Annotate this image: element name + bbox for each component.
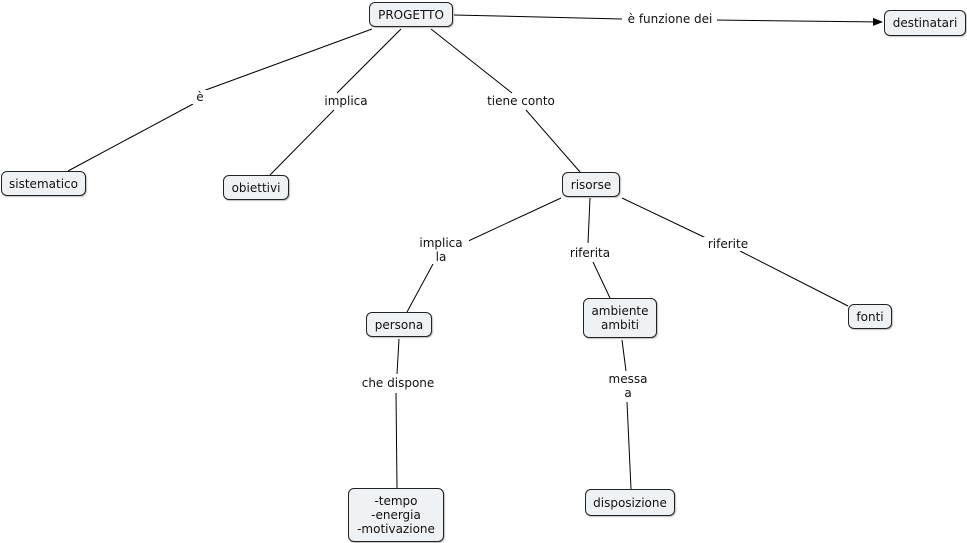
connector-funzione-b (713, 17, 883, 26)
link-label-messa-a: messa a (603, 372, 653, 400)
connector-dispone-b (395, 392, 398, 489)
node-sistematico[interactable]: sistematico (1, 171, 86, 196)
link-label-che-dispone: che dispone (356, 376, 440, 390)
connector-messa-a (621, 339, 627, 372)
connector-riferita-a (587, 197, 591, 244)
connector-funzione-a (453, 14, 623, 20)
link-label-implica-la: implica la (413, 236, 469, 264)
link-label-e: è (190, 90, 210, 104)
link-label-funzione: è funzione dei (623, 12, 717, 26)
node-fonti[interactable]: fonti (848, 304, 892, 329)
link-label-riferite: riferite (703, 237, 753, 251)
connector-e-b (67, 103, 194, 172)
connector-implica-b (269, 109, 335, 176)
node-destinatari[interactable]: destinatari (884, 10, 966, 36)
link-label-tiene-conto: tiene conto (482, 94, 560, 108)
node-persona[interactable]: persona (366, 312, 432, 337)
connector-dispone-a (396, 338, 400, 375)
connector-tiene-b (525, 109, 581, 173)
node-ambiente-ambiti[interactable]: ambiente ambiti (583, 298, 657, 338)
connector-implica-la-b (406, 263, 434, 313)
node-disposizione[interactable]: disposizione (585, 489, 675, 516)
node-obiettivi[interactable]: obiettivi (223, 175, 289, 200)
node-progetto[interactable]: PROGETTO (369, 2, 453, 27)
connector-riferite-b (739, 250, 849, 307)
link-label-riferita: riferita (563, 246, 617, 260)
link-label-implica: implica (318, 94, 374, 108)
connector-implica-la-a (463, 197, 562, 244)
connector-riferita-b (592, 261, 611, 299)
connector-e-a (202, 28, 373, 92)
connector-implica-a (336, 28, 402, 94)
connector-tiene-a (430, 28, 513, 94)
connector-messa-b (626, 401, 632, 490)
connector-riferite-a (621, 197, 707, 239)
node-tempo-energia-motivazione[interactable]: -tempo -energia -motivazione (348, 488, 444, 542)
node-risorse[interactable]: risorse (562, 172, 620, 197)
